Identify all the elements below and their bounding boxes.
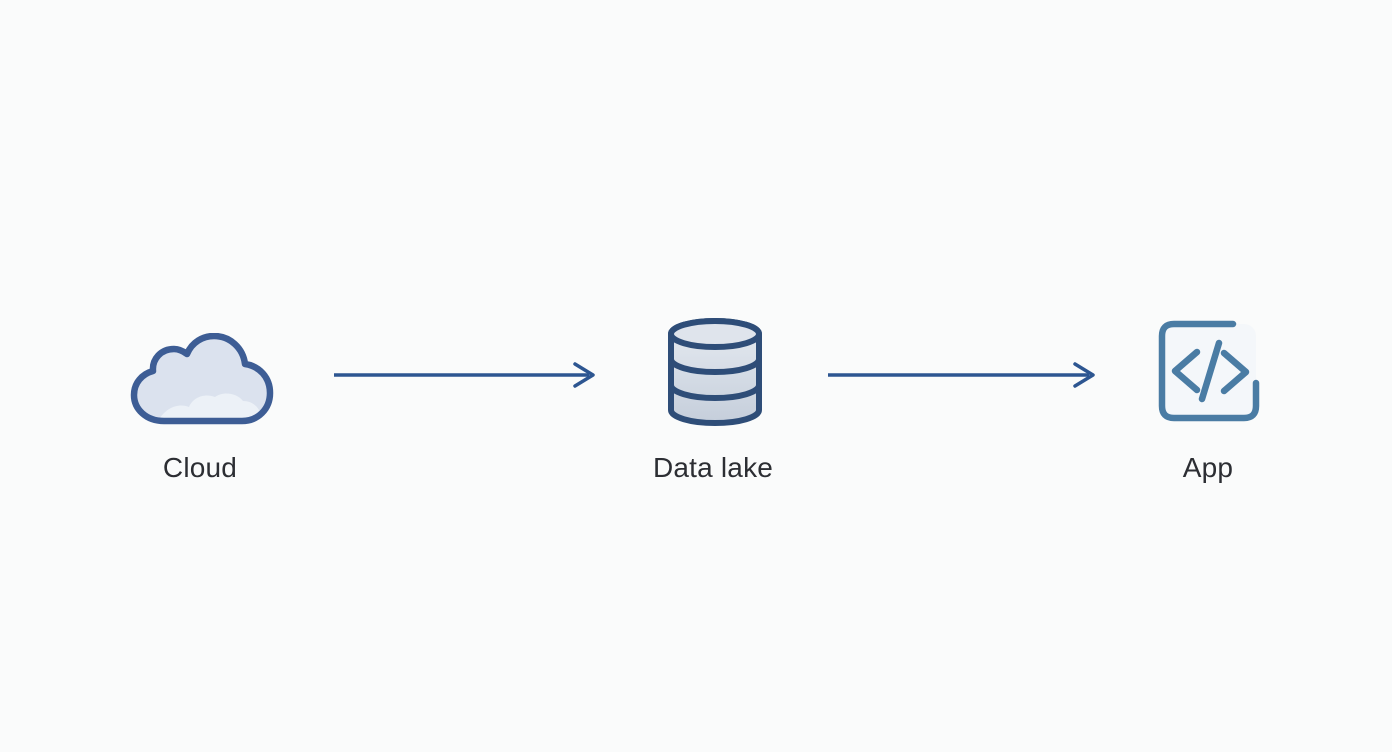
db-separator-1 — [668, 358, 762, 375]
arrowhead-icon — [573, 362, 595, 388]
database-icon — [668, 318, 762, 426]
cloud-icon — [130, 333, 274, 425]
cloud-node-label: Cloud — [162, 452, 238, 483]
arrowhead-icon — [1073, 362, 1095, 388]
arrow-datalake-to-app — [828, 362, 1095, 388]
code-slash — [1198, 339, 1223, 403]
code-chevron-left — [1171, 348, 1201, 394]
app-node-label: App — [1182, 452, 1234, 483]
code-chevron-right — [1220, 349, 1250, 395]
db-separator-2 — [668, 384, 762, 401]
cloud-outline — [130, 333, 274, 425]
app-square-outline — [1158, 320, 1260, 422]
datalake-node-label: Data lake — [652, 452, 774, 483]
arrow-cloud-to-datalake — [334, 362, 595, 388]
code-icon — [1158, 320, 1260, 422]
db-top-cap — [668, 318, 762, 350]
cloud-inner-highlight — [157, 393, 262, 421]
